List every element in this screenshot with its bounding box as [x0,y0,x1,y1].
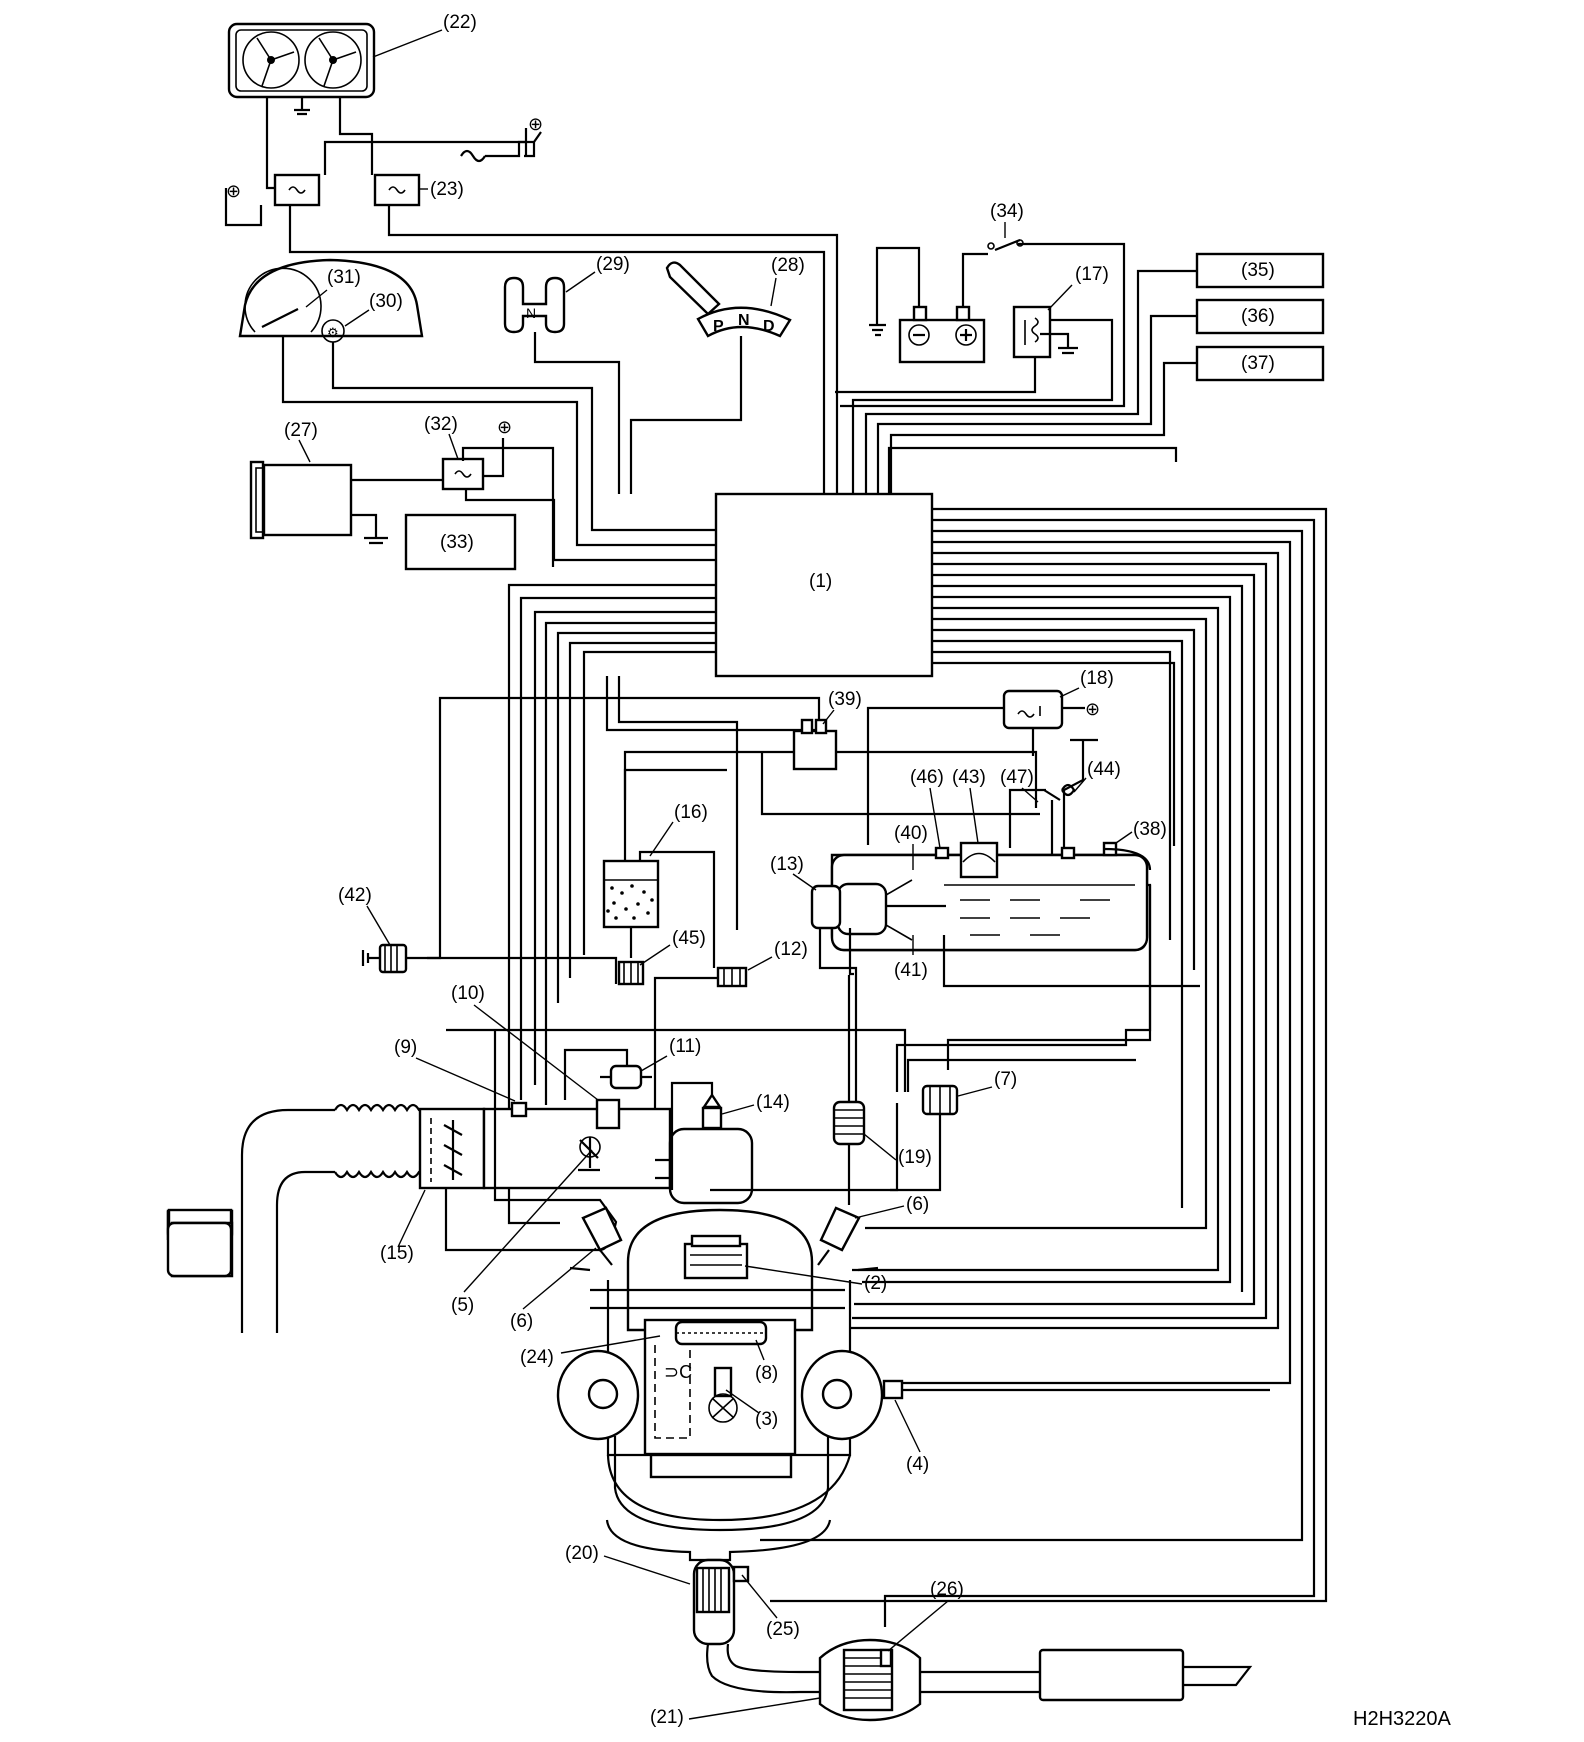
plus-icon-fuel: ⊕ [1085,699,1100,719]
label-32: (32) [424,414,458,435]
drain-valve [617,960,645,986]
shifter-letter-p: P [713,318,724,335]
label-33: (33) [440,532,474,553]
ac-relay [351,438,716,562]
label-11: (11) [669,1036,701,1057]
label-14: (14) [756,1092,790,1113]
fuel-filter [832,975,866,1205]
label-38: (38) [1133,819,1167,840]
shifter-letter-n: N [738,312,750,329]
iac-valve-10 [595,1098,621,1130]
main-relay [835,305,1114,494]
plus-icon-fan: ⊕ [528,114,543,134]
label-39: (39) [828,689,862,710]
pressure-sensor-14 [670,1081,723,1190]
label-29: (29) [596,254,630,275]
automatic-gear-selector: P N D [665,261,792,338]
label-35: (35) [1241,260,1275,281]
shifter-letter-d: D [763,318,775,335]
external-module-36: (36) [1195,298,1325,335]
label-3: (3) [755,1409,778,1430]
label-10: (10) [451,983,485,1004]
combination-meter: ⚙ [238,258,424,343]
ac-control-module: (33) [404,513,517,571]
label-22: (22) [443,12,477,33]
solenoid-11 [563,1048,652,1100]
external-module-37: (37) [1195,345,1325,382]
injector-right [817,1206,861,1266]
label-12: (12) [774,939,808,960]
air-cleaner [418,1107,754,1205]
label-21: (21) [650,1707,684,1728]
label-17: (17) [1075,264,1109,285]
label-25: (25) [766,1619,800,1640]
label-2: (2) [864,1273,887,1294]
label-37: (37) [1241,353,1275,374]
label-8: (8) [755,1363,778,1384]
label-44: (44) [1087,759,1121,780]
label-5: (5) [451,1295,474,1316]
label-28: (28) [771,255,805,276]
fan-relays [224,97,839,494]
knock-sensor-icon: ⊃C [664,1362,692,1382]
label-46: (46) [910,767,944,788]
label-1: (1) [809,571,832,592]
intake-sensor-9 [510,1101,528,1118]
charcoal-canister [602,768,727,968]
engine-block: ⊃C [556,1208,884,1532]
pressure-sensor-12 [653,966,748,1135]
label-20: (20) [565,1543,599,1564]
label-31: (31) [327,267,361,288]
injector-left [581,1206,623,1266]
label-40: (40) [894,823,928,844]
exhaust-system [605,1519,1253,1722]
label-15: (15) [380,1243,414,1264]
fuel-pump-relay [866,689,1085,845]
fuel-tank [810,841,1149,952]
figure-id: H2H3220A [1353,1708,1452,1730]
label-4: (4) [906,1454,929,1475]
ac-compressor [249,460,388,545]
label-36: (36) [1241,306,1275,327]
radiator-fans [227,22,376,116]
label-42: (42) [338,885,372,906]
manual-gear-shifter: N [503,276,566,334]
label-41: (41) [894,960,928,981]
label-13: (13) [770,854,804,875]
label-18: (18) [1080,668,1114,689]
label-23: (23) [430,179,464,200]
air-intake-duct [166,1103,422,1333]
plus-icon-ac: ⊕ [497,417,512,437]
label-43: (43) [952,767,986,788]
evap-connector [361,943,408,974]
plus-icon-fan-relay: ⊕ [226,181,241,201]
label-45: (45) [672,928,706,949]
gear-letter: N [526,305,536,321]
label-6-left: (6) [510,1311,533,1332]
label-24: (24) [520,1347,554,1368]
throttle-sensor [578,1136,601,1172]
external-module-35: (35) [1195,252,1325,289]
label-7: (7) [994,1069,1017,1090]
ecm-box: (1) [714,492,934,678]
label-9: (9) [394,1037,417,1058]
label-19: (19) [898,1147,932,1168]
label-27: (27) [284,420,318,441]
cam-sensor [882,1379,904,1400]
label-34: (34) [990,201,1024,222]
battery-and-ignition [840,238,1126,408]
label-16: (16) [674,802,708,823]
check-engine-lamp-icon: ⚙ [327,325,339,340]
label-30: (30) [369,291,403,312]
label-6-right: (6) [906,1194,929,1215]
label-47: (47) [1000,767,1034,788]
label-26: (26) [930,1579,964,1600]
pressure-sensor-7 [890,1084,959,1192]
